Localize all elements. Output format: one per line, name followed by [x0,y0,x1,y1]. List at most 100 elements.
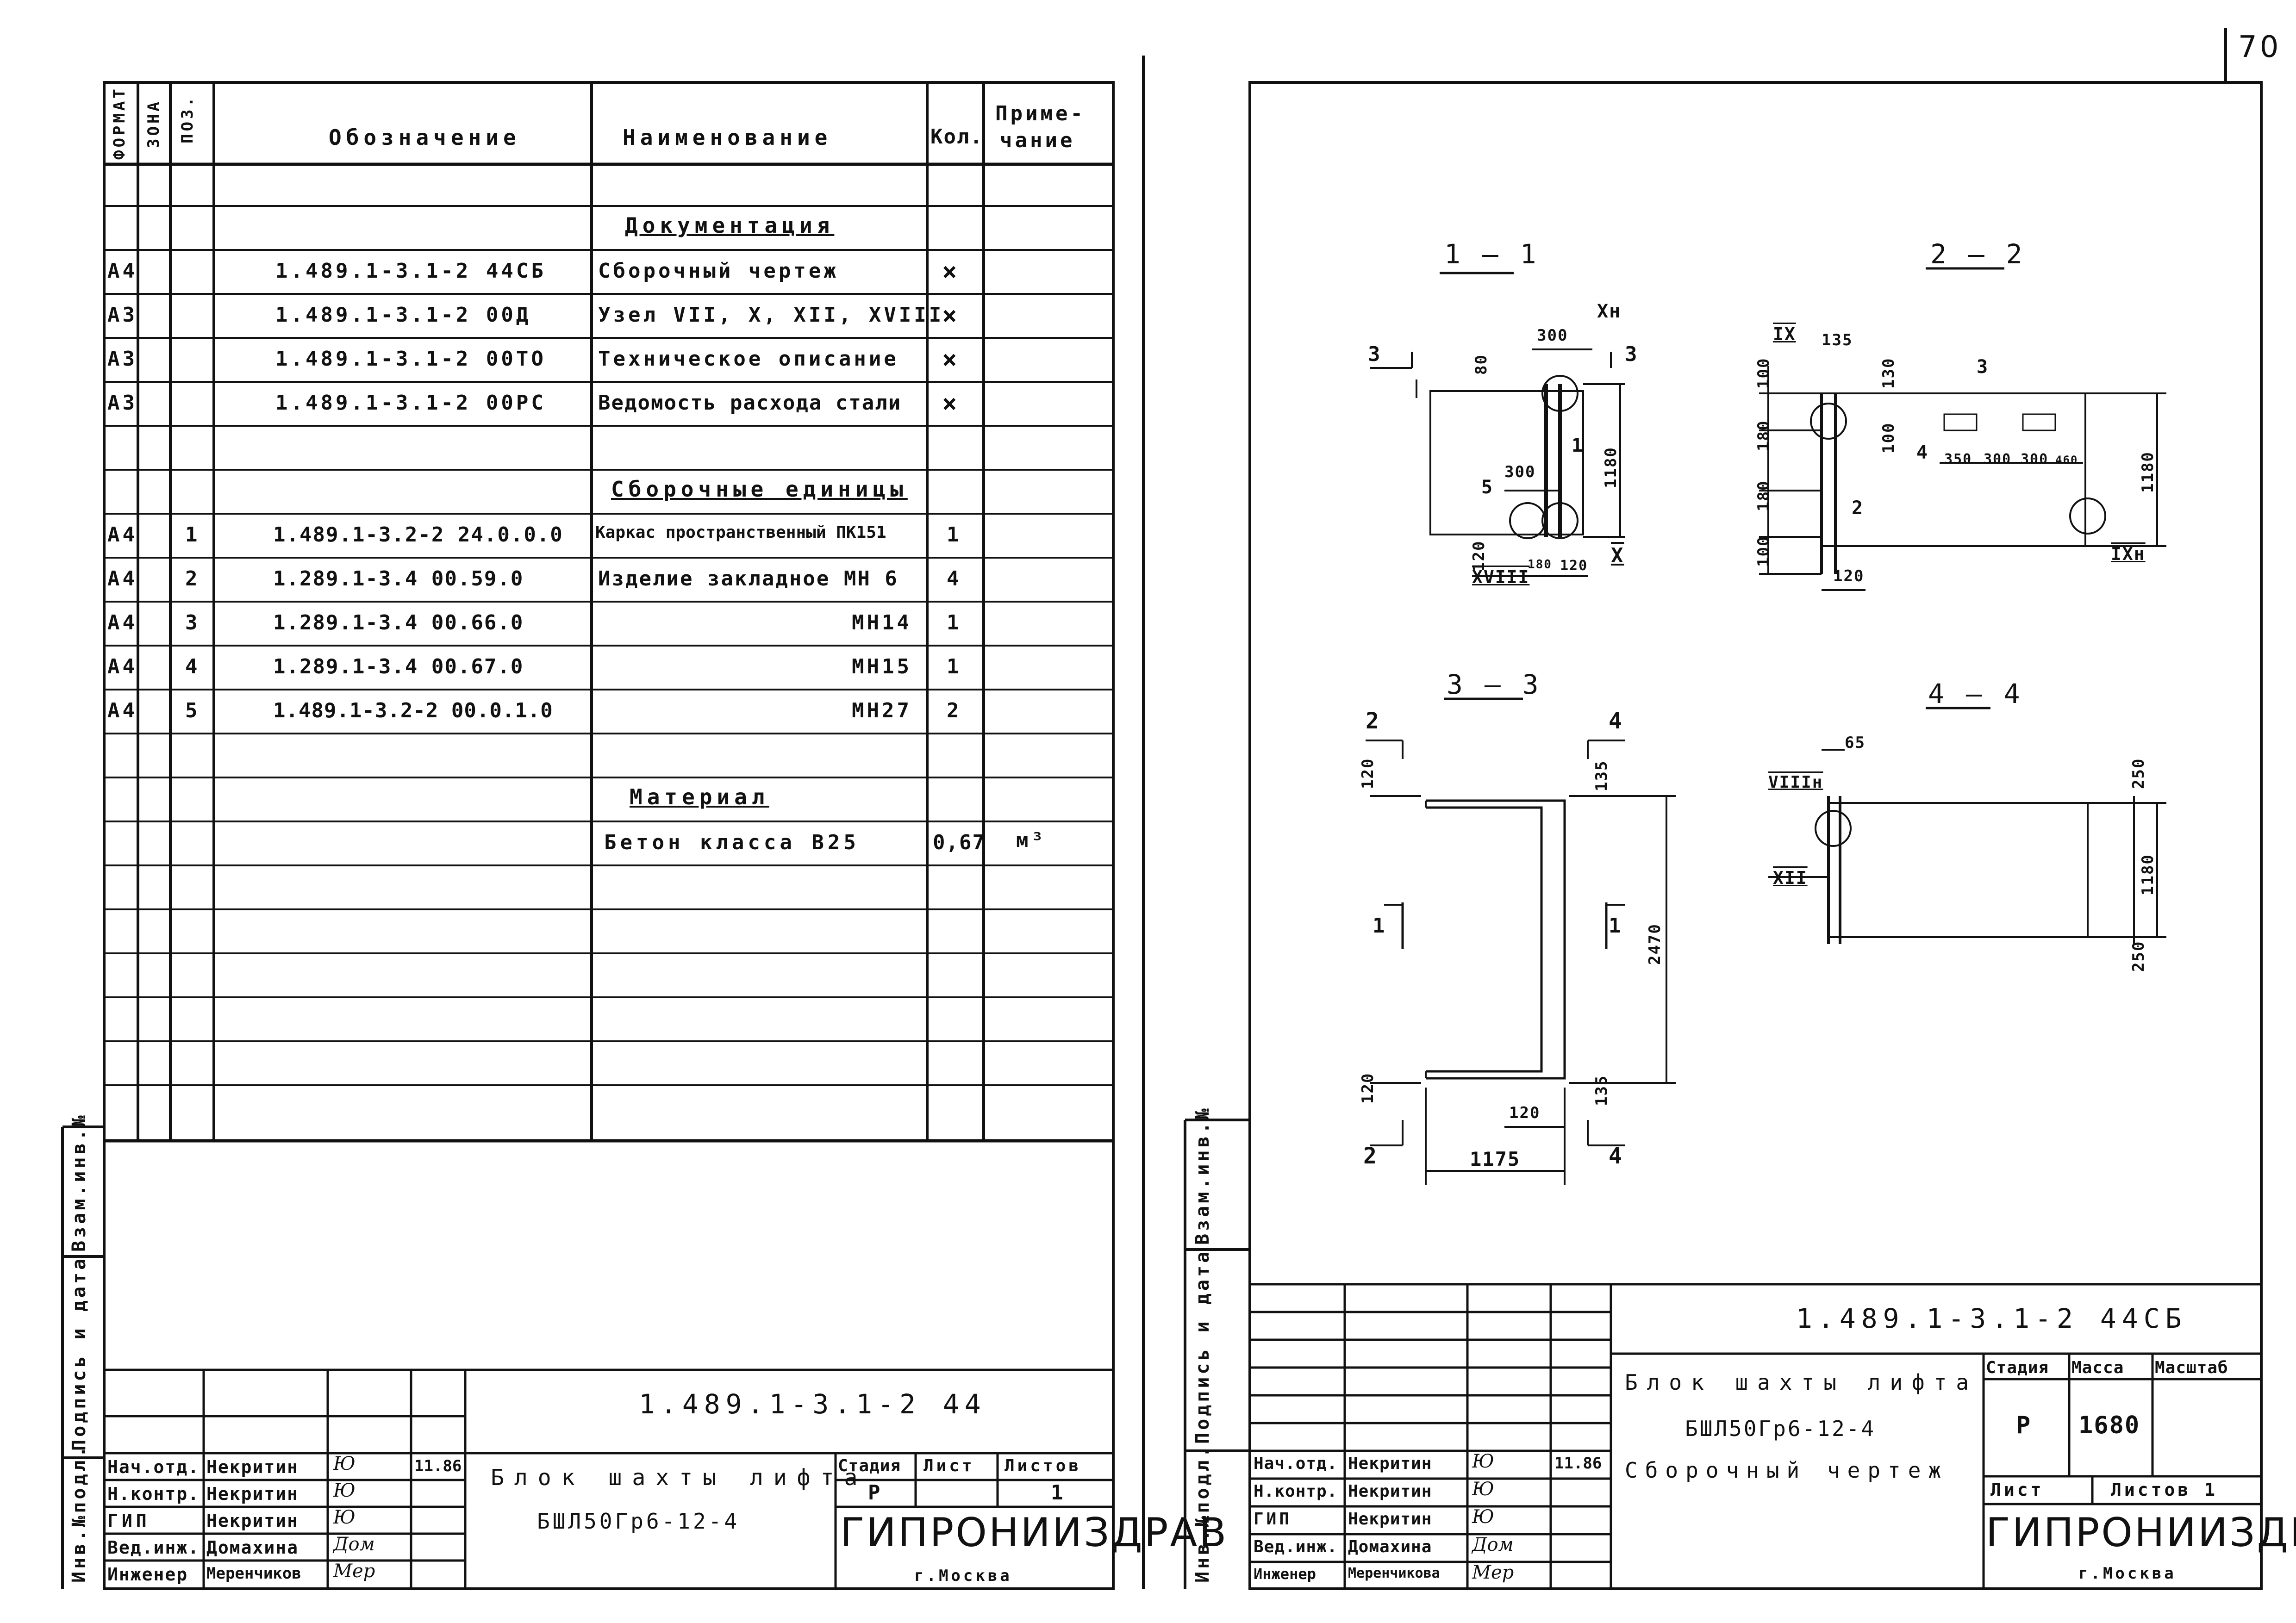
stamp-left-org: ГИПРОНИИЗДРАВ [840,1510,1229,1556]
asm-row-name: МН27 [852,699,912,722]
doc-row-format: А3 [107,347,137,371]
section-4-4-title: 4 — 4 [1928,678,2023,709]
section-4-4-lines [1768,707,2166,944]
asm-row-name: Каркас пространственный ПК151 [595,523,886,542]
doc-row-designation: 1.489.1-3.1-2 00Д [275,303,531,327]
staff-role: Нач.отд. [1254,1454,1338,1473]
doc-row-name: Сборочный чертеж [598,259,839,283]
mark-section-1: 1 [1373,914,1386,938]
doc-row-qty: × [942,301,960,330]
dim-80: 80 [1472,354,1491,375]
asm-row-format: А4 [107,523,137,547]
asm-row-pos: 2 [185,567,200,591]
section-material: Материал [630,784,769,809]
col-format-header: ФОРМАТ [110,86,129,160]
stamp-right-sheet-h: Лист [1990,1480,2044,1500]
dim-1180: 1180 [1602,447,1620,488]
material-qty: 0,67 [933,831,986,854]
asm-row-name: МН15 [852,655,912,678]
dim-135: 135 [1592,760,1611,791]
asm-row-format: А4 [107,611,137,634]
asm-row-name: МН14 [852,611,912,634]
dim-120: 120 [1359,1072,1377,1104]
stamp-left-code: 1.489.1-3.1-2 44 [639,1388,986,1420]
mark-section-4: 4 [1609,1143,1623,1169]
section-1-1-lines [1370,272,1625,577]
stamp-left-stage-h: Стадия [838,1456,901,1475]
staff-date: 11.86 [1554,1454,1602,1473]
margin-podpis: Подпись и дата [69,1256,90,1451]
staff-name: Меренчиков [206,1564,301,1583]
col-zone-header: ЗОНА [144,99,163,148]
mark-section-3: 3 [1625,342,1638,366]
asm-row-qty: 4 [947,567,962,591]
staff-role: Н.контр. [107,1484,200,1504]
dim-65: 65 [1845,734,1866,752]
section-2-2-lines [1759,267,2166,591]
stamp-left-sheet-h: Лист [923,1456,975,1475]
staff-role: ГИП [1254,1510,1292,1529]
col-designation-header: Обозначение [329,125,521,150]
asm-row-designation: 1.289.1-3.4 00.67.0 [273,655,524,678]
section-1-1-title: 1 — 1 [1444,238,1539,270]
dim-120: 120 [1833,567,1865,585]
dim-180: 180 [1754,420,1773,451]
staff-signature: Дом [333,1534,375,1555]
stamp-right-mass-h: Масса [2071,1358,2124,1377]
dim-300: 300 [1537,326,1568,345]
pos-mark-3: 3 [1977,356,1989,378]
node-mark: XII [1773,868,1808,888]
dim-180: 180 [1528,558,1552,572]
stamp-left-title-2: БШЛ50Гр6-12-4 [537,1509,740,1534]
col-name-header: Наименование [623,125,832,150]
staff-role: Инженер [1254,1565,1316,1583]
staff-role: Вед.инж. [1254,1537,1338,1556]
node-mark: IX [1773,324,1796,344]
dim-135: 135 [1822,331,1853,349]
asm-row-pos: 1 [185,523,200,547]
stamp-right-title-3: Сборочный чертеж [1625,1458,1949,1483]
staff-role: ГИП [107,1511,150,1531]
stamp-left-title-1: Блок шахты лифта [491,1465,868,1491]
stamp-right-mass: 1680 [2078,1412,2140,1439]
staff-name: Некритин [1348,1482,1432,1501]
dim-100: 100 [1754,357,1773,389]
material-unit: м³ [1016,828,1046,852]
mark-section-3: 3 [1368,342,1381,366]
pos-mark-2: 2 [1852,497,1864,519]
dim-1180: 1180 [2139,854,2157,895]
node-mark: VIIIн [1768,773,1823,792]
staff-name: Некритин [206,1484,299,1504]
staff-role: Вед.инж. [107,1537,200,1558]
dim-250: 250 [2129,940,2148,972]
staff-signature: Мер [333,1561,375,1582]
dim-135: 135 [1592,1075,1611,1106]
margin-vzam: Взам.инв.№ [69,1113,90,1252]
staff-name: Домахина [206,1537,299,1558]
asm-row-format: А4 [107,699,137,722]
staff-name: Некритин [1348,1510,1432,1529]
dim-1175: 1175 [1470,1148,1521,1170]
pos-mark-5: 5 [1481,477,1494,498]
staff-name: Некритин [1348,1454,1432,1473]
asm-row-format: А4 [107,567,137,591]
node-mark: XVIII [1472,567,1530,587]
staff-role: Н.контр. [1254,1482,1338,1501]
stamp-right-city: г.Москва [2078,1564,2177,1583]
dim-2470: 2470 [1646,923,1664,965]
asm-row-pos: 4 [185,655,200,678]
section-3-3-title: 3 — 3 [1447,669,1541,700]
staff-signature: Ю [333,1480,356,1501]
dim-120: 120 [1560,558,1588,574]
doc-row-format: А3 [107,391,137,415]
margin-podpis: Подпись и дата [1192,1249,1213,1444]
staff-signature: Ю [333,1507,356,1528]
stamp-left-stage: Р [868,1481,883,1505]
staff-role: Инженер [107,1564,188,1585]
stamp-right-code: 1.489.1-3.1-2 44СБ [1796,1303,2187,1334]
mark-section-2: 2 [1366,708,1380,734]
dim-350: 350 [1944,451,1972,467]
dim-120: 120 [1359,758,1377,789]
asm-row-format: А4 [107,655,137,678]
dim-1180: 1180 [2139,451,2157,493]
